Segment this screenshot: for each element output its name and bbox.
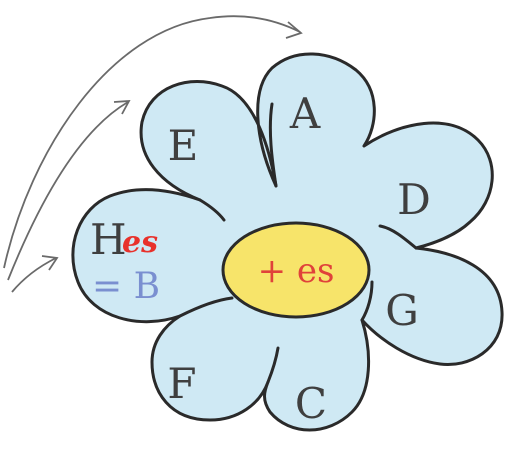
arrow-top <box>3 15 301 269</box>
division-lower-right <box>360 280 374 322</box>
left-petal-equals-b: = B <box>92 266 160 307</box>
division-lower-left <box>178 296 234 318</box>
arrow-top-head <box>285 21 303 39</box>
petal-letter-f: F <box>167 359 196 408</box>
left-petal-h: H <box>90 215 127 264</box>
arrow-bottom <box>11 257 57 293</box>
arrow-bottom-head <box>41 255 59 271</box>
division-top <box>268 102 278 188</box>
arrows <box>3 15 303 293</box>
petal-letter-e: E <box>168 121 199 170</box>
arrow-middle <box>7 101 129 281</box>
arrow-middle-head <box>113 99 131 115</box>
left-petal-es: es <box>122 225 158 260</box>
petal-letter-c: C <box>295 379 327 428</box>
petal-letter-d: D <box>397 175 431 224</box>
petal-divisions <box>178 102 418 384</box>
flower-center <box>221 221 371 319</box>
division-right <box>378 224 418 250</box>
petal-letter-a: A <box>289 89 321 138</box>
petal-letter-g: G <box>385 286 419 335</box>
center-label: + es <box>258 251 335 291</box>
division-left <box>198 198 226 222</box>
division-bottom <box>266 346 280 384</box>
